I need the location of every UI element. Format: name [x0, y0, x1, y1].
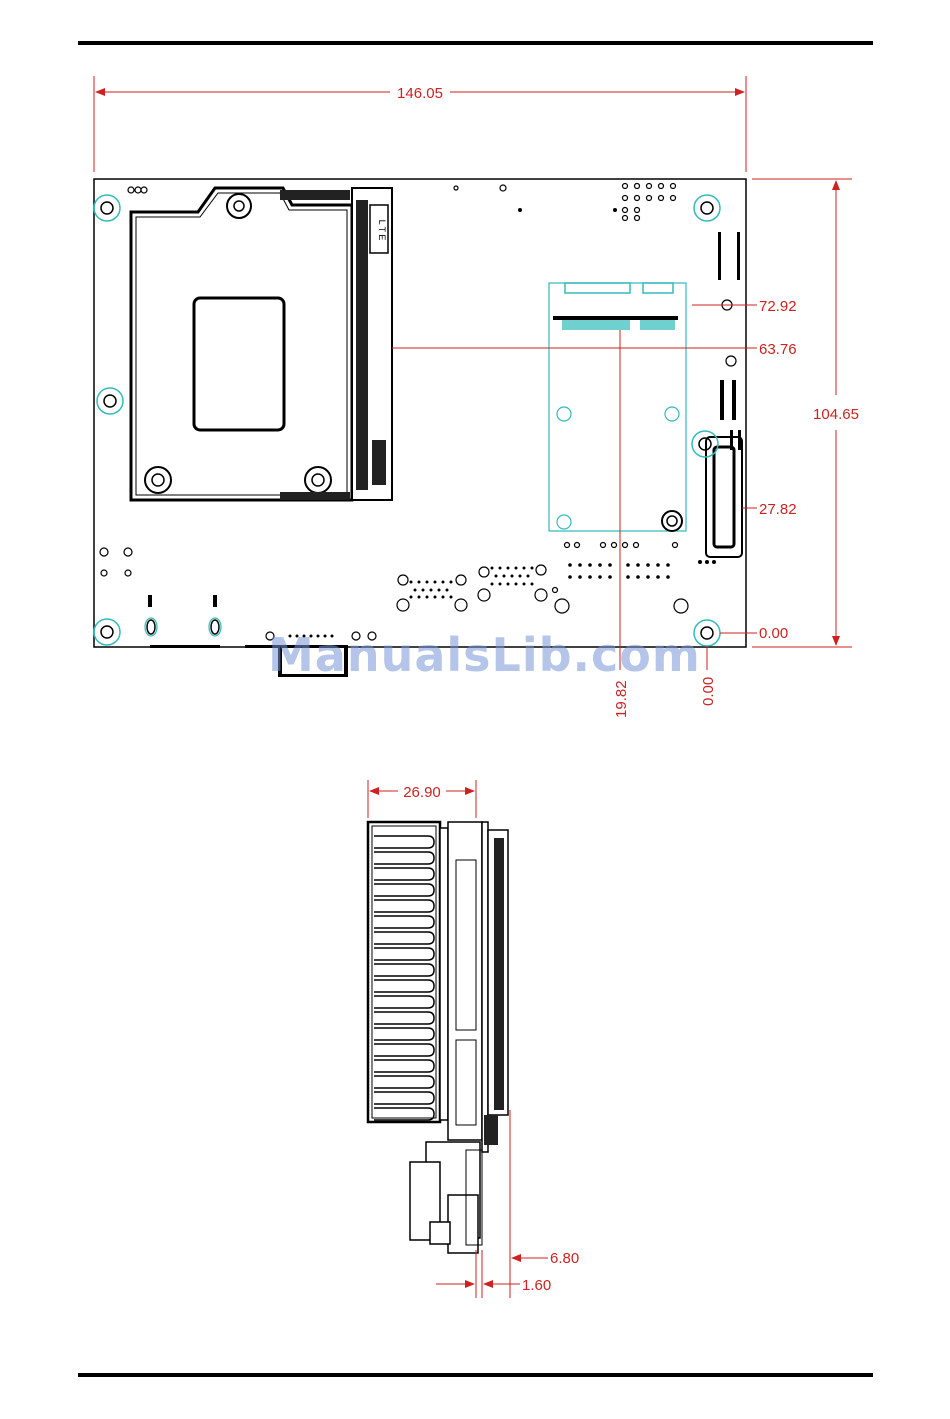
- side-dim-width-label: 26.90: [403, 784, 441, 801]
- dim-bottom-1: 19.82: [613, 680, 630, 718]
- side-view: [368, 822, 508, 1253]
- dim-width-label: 146.05: [397, 85, 443, 102]
- dim-right-1: 72.92: [759, 298, 797, 315]
- top-view-board: L T E: [94, 179, 746, 677]
- dim-right-2: 63.76: [759, 341, 797, 358]
- dim-height-label: 104.65: [813, 406, 859, 423]
- watermark: ManualsLib.com: [268, 628, 701, 682]
- dim-right-3: 27.82: [759, 501, 797, 518]
- connector-label: L T E: [377, 220, 387, 241]
- side-dim-a-label: 6.80: [550, 1250, 579, 1267]
- side-dim-b-label: 1.60: [522, 1277, 551, 1294]
- dim-right-4: 0.00: [759, 625, 788, 642]
- dim-bottom-2: 0.00: [700, 677, 717, 706]
